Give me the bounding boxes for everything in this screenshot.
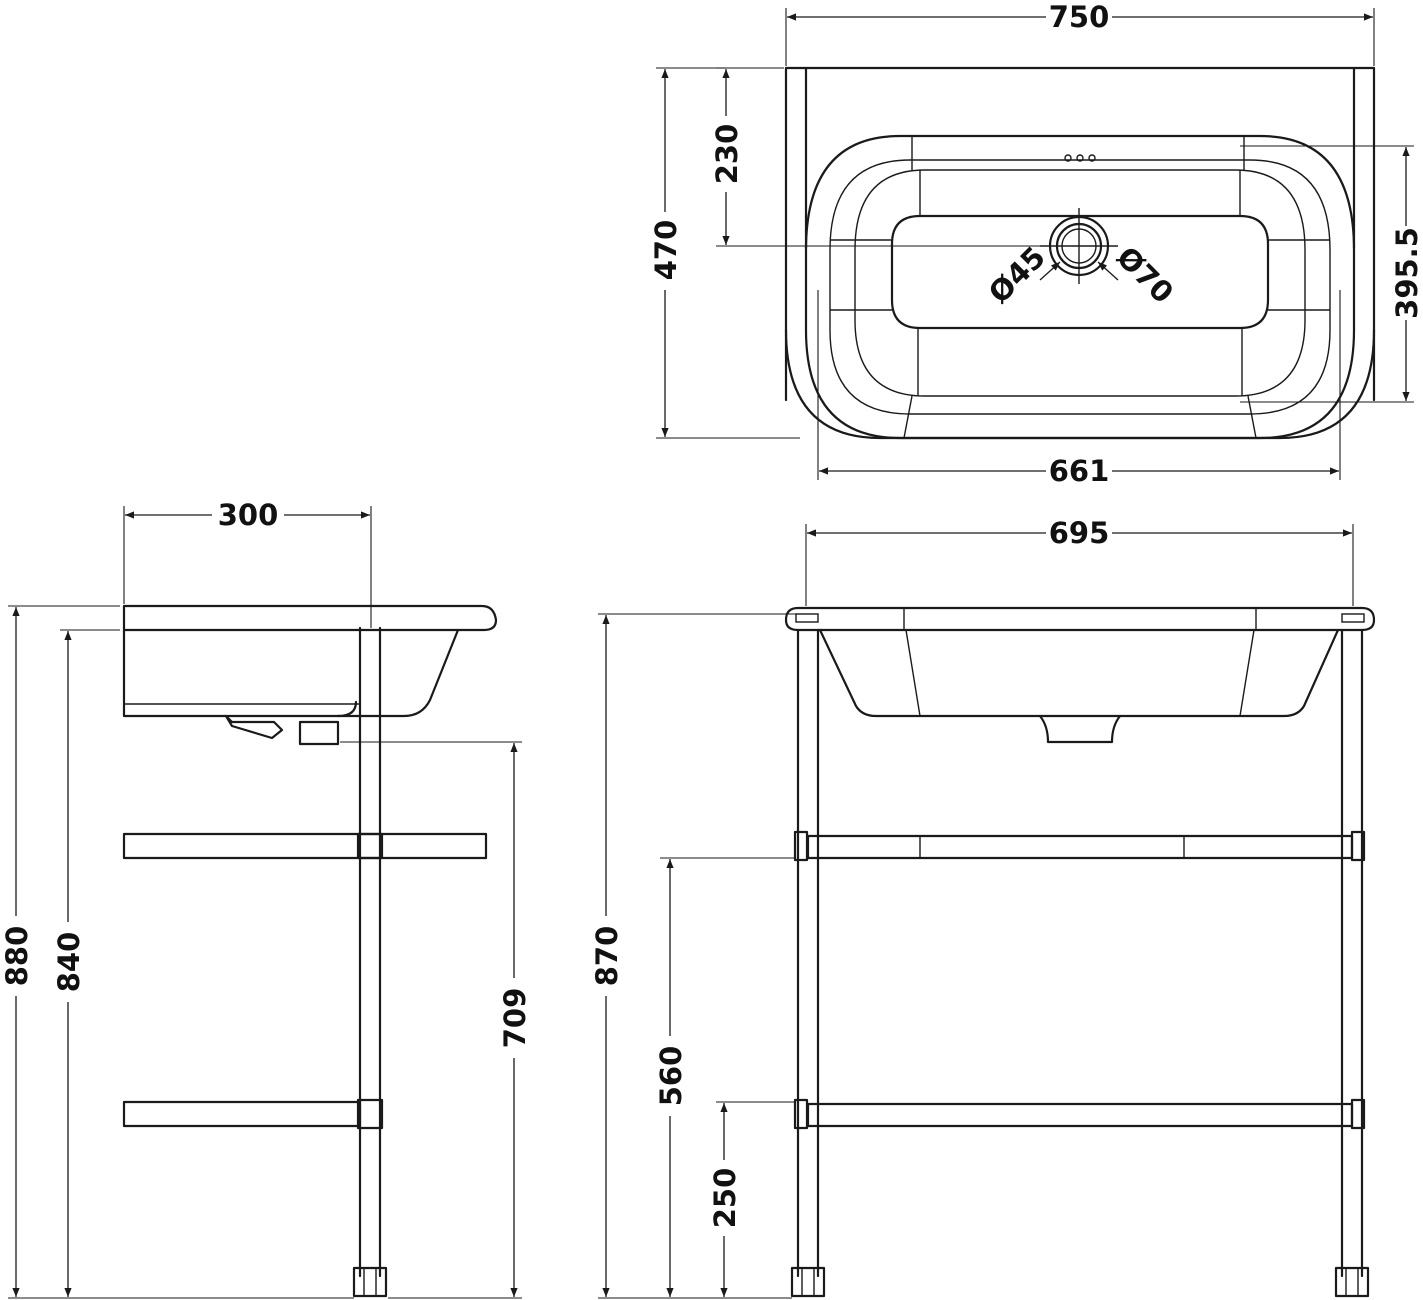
dim-side-depth: 300	[218, 498, 279, 532]
dim-front-width: 695	[1049, 516, 1110, 550]
front-dimensions: 695 870 560 250	[590, 516, 1354, 1299]
dim-plan-inner-depth: 395.5	[1390, 227, 1423, 319]
dim-side-rim-height: 840	[52, 932, 86, 993]
dim-front-shelf-lower: 250	[708, 1168, 742, 1229]
dim-front-shelf-upper: 560	[654, 1046, 688, 1107]
side-dimensions: 300 880 840 709	[0, 498, 532, 1299]
front-view	[784, 606, 1376, 1298]
dim-side-waste-height: 709	[498, 988, 532, 1049]
plan-dimensions: 750 470 230 395.5 661 Ø45 Ø70	[649, 0, 1423, 488]
dim-plan-outer-dia: Ø70	[1110, 240, 1180, 310]
dim-plan-waste-dia: Ø45	[982, 240, 1052, 310]
dim-plan-waste-offset: 230	[710, 124, 744, 185]
dim-side-total-height: 880	[0, 926, 34, 987]
dim-front-height: 870	[590, 926, 624, 987]
plan-view	[784, 66, 1376, 440]
dim-plan-inner-width: 661	[1049, 454, 1110, 488]
side-view	[122, 604, 498, 1298]
dim-plan-depth: 470	[649, 220, 683, 281]
dim-plan-width: 750	[1049, 0, 1110, 34]
